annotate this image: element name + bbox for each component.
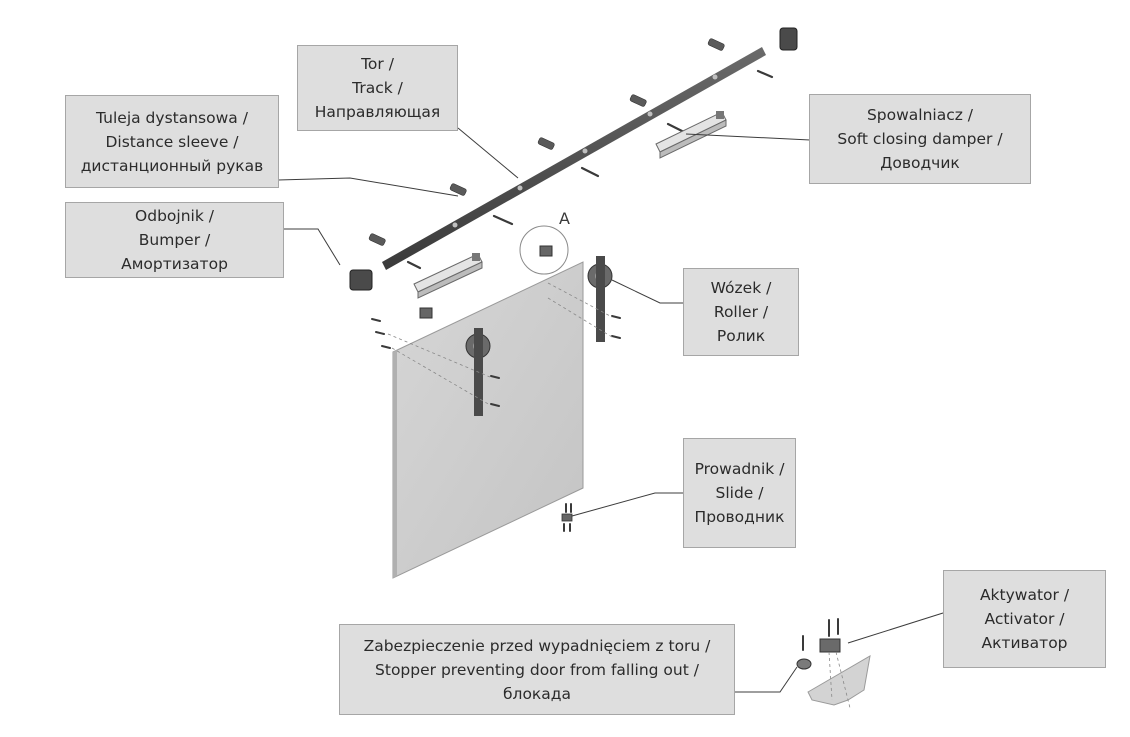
label-activator: Aktywator / Activator / Активатор <box>943 570 1106 668</box>
dashed-assembly-lines <box>387 282 613 406</box>
label-bumper-pl: Odbojnik / <box>135 207 214 225</box>
label-damper-en: Soft closing damper / <box>837 130 1003 148</box>
soft-closing-damper <box>655 111 727 159</box>
label-roller-en: Roller / <box>713 303 769 321</box>
track-hole <box>712 74 718 80</box>
track-rail <box>382 47 766 270</box>
label-stopper-ru: блокада <box>502 684 572 703</box>
label-activator-ru: Активатор <box>981 634 1068 652</box>
label-roller-pl: Wózek / <box>710 279 772 297</box>
distance-sleeves <box>368 38 725 246</box>
track-hole <box>517 185 523 191</box>
label-distance-sleeve: Tuleja dystansowa / Distance sleeve / ди… <box>65 95 279 188</box>
mounting-bolts <box>406 69 774 270</box>
track-hole <box>582 148 588 154</box>
label-stopper-en: Stopper preventing door from falling out… <box>375 660 699 679</box>
activator-fitting <box>419 245 553 319</box>
label-activator-en: Activator / <box>984 610 1065 628</box>
label-bumper-ru: Амортизатор <box>121 255 228 273</box>
label-sleeve-ru: дистанционный рукав <box>80 156 264 175</box>
track-hole <box>647 111 653 117</box>
label-slide-pl: Prowadnik / <box>694 460 785 478</box>
bottom-detail <box>796 618 871 709</box>
label-sleeve-en: Distance sleeve / <box>105 132 239 151</box>
label-roller-ru: Ролик <box>716 327 766 345</box>
label-track-en: Track / <box>352 79 403 97</box>
roller <box>465 328 491 416</box>
detail-circle-a <box>519 225 569 275</box>
roller-bolts <box>371 315 621 407</box>
label-track-pl: Tor / <box>361 55 394 73</box>
label-bumper: Odbojnik / Bumper / Амортизатор <box>65 202 284 278</box>
label-slide: Prowadnik / Slide / Проводник <box>683 438 796 548</box>
label-damper-ru: Доводчик <box>880 154 960 172</box>
door-panel <box>392 261 584 579</box>
label-stopper-pl: Zabezpieczenie przed wypadnięciem z toru… <box>363 636 711 655</box>
label-slide-ru: Проводник <box>694 508 785 526</box>
label-soft-closing-damper: Spowalniacz / Soft closing damper / Дово… <box>809 94 1031 184</box>
label-roller: Wózek / Roller / Ролик <box>683 268 799 356</box>
label-damper-pl: Spowalniacz / <box>866 106 974 124</box>
label-activator-pl: Aktywator / <box>979 586 1070 604</box>
label-slide-en: Slide / <box>715 484 764 502</box>
roller <box>587 256 613 342</box>
slide-guide <box>561 503 573 532</box>
soft-closing-damper <box>413 253 483 299</box>
label-stopper: Zabezpieczenie przed wypadnięciem z toru… <box>339 624 735 715</box>
detail-marker-a: A <box>559 209 570 228</box>
bumper <box>349 27 798 291</box>
track-hole <box>452 222 458 228</box>
label-sleeve-pl: Tuleja dystansowa / <box>96 108 248 127</box>
leader-lines <box>277 127 944 693</box>
label-bumper-en: Bumper / <box>138 231 211 249</box>
label-track-ru: Направляющая <box>314 103 441 121</box>
label-track: Tor / Track / Направляющая <box>297 45 458 131</box>
